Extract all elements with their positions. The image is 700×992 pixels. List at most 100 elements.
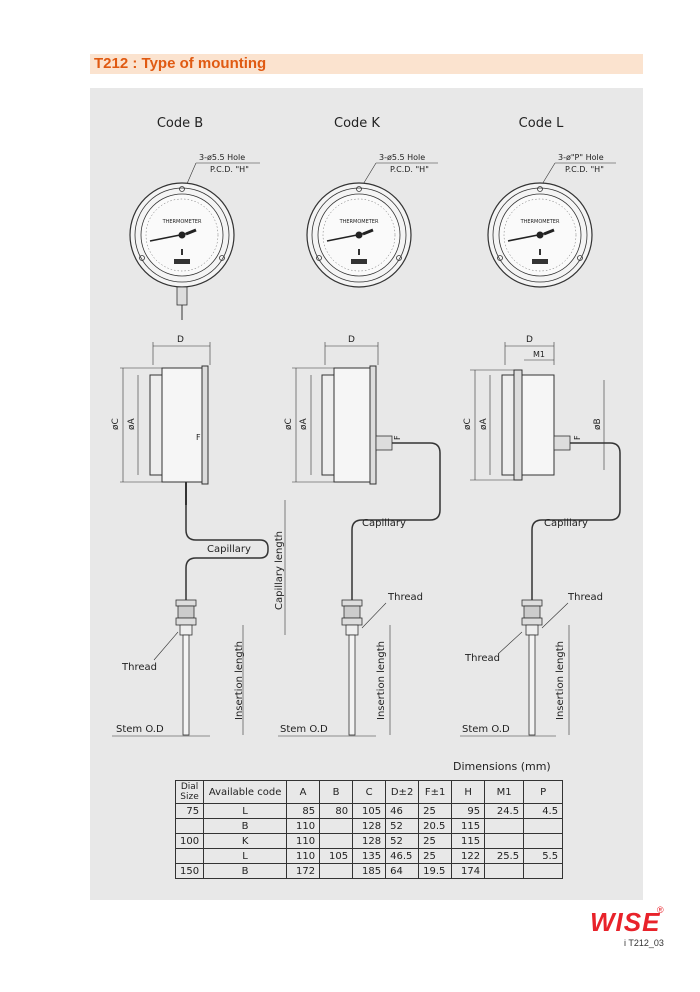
- stem-od-label-code-l: Stem O.D: [462, 724, 510, 735]
- code-l-hole-note: 3-ø"P" Hole: [558, 153, 604, 162]
- table-row: 100 K 110 128 52 25 115: [174, 833, 564, 849]
- cell-b: [319, 863, 354, 879]
- gauge-front-code-k: [305, 181, 413, 289]
- cell-h: 115: [451, 818, 486, 834]
- cell-b: [319, 818, 354, 834]
- header-d: D±2: [385, 780, 420, 804]
- thread-label-code-l: Thread: [567, 592, 603, 603]
- cell-f: 20.5: [418, 818, 453, 834]
- cell-h: 115: [451, 833, 486, 849]
- cell-code: K: [203, 833, 288, 849]
- gauge-front-code-b: [128, 181, 236, 289]
- dimensions-table: Dial Size Available code A B C D±2 F±1 H…: [174, 780, 564, 879]
- dimensions-title: Dimensions (mm): [453, 760, 551, 773]
- cell-p: 5.5: [523, 848, 564, 864]
- wise-logo: WISE: [590, 907, 661, 937]
- code-k-hole-note: 3-ø5.5 Hole: [379, 153, 425, 162]
- cell-a: 110: [286, 848, 321, 864]
- side-view-code-b: [120, 342, 269, 736]
- dial-text-code-k: THERMOMETER: [339, 219, 379, 225]
- capillary-label-code-k: Capillary: [362, 518, 406, 529]
- insertion-length-label-code-b: Insertion length: [234, 641, 245, 720]
- cell-dial: [174, 848, 205, 864]
- table-row: L 110 105 135 46.5 25 122 25.5 5.5: [174, 848, 564, 864]
- cell-f: 25: [418, 833, 453, 849]
- cell-d: 64: [385, 863, 420, 879]
- code-b-pcd-note: P.C.D. "H": [210, 165, 249, 174]
- cell-h: 122: [451, 848, 486, 864]
- cell-b: [319, 833, 354, 849]
- cell-dial: [174, 818, 205, 834]
- code-k-pcd-note: P.C.D. "H": [390, 165, 429, 174]
- table-row: B 110 128 52 20.5 115: [174, 818, 564, 834]
- header-p: P: [523, 780, 564, 804]
- cell-d: 46: [385, 803, 420, 819]
- title-bar: [90, 54, 643, 74]
- thread-label-code-k: Thread: [387, 592, 423, 603]
- cell-f: 25: [418, 848, 453, 864]
- header-b: B: [319, 780, 354, 804]
- cell-code: L: [203, 848, 288, 864]
- header-h: H: [451, 780, 486, 804]
- dim-ob-code-l: øB: [593, 418, 603, 430]
- code-l-label: Code L: [519, 116, 564, 131]
- insertion-length-label-code-l: Insertion length: [555, 641, 566, 720]
- dial-text-code-l: THERMOMETER: [520, 219, 560, 225]
- dim-oc-code-k: øC: [284, 418, 294, 430]
- cell-code: L: [203, 803, 288, 819]
- side-view-code-k: [292, 342, 441, 736]
- cell-d: 52: [385, 833, 420, 849]
- dial-text-code-b: THERMOMETER: [162, 219, 202, 225]
- header-dial-size: Dial Size: [174, 780, 205, 804]
- dim-f-code-l: F: [573, 435, 582, 440]
- cell-a: 110: [286, 833, 321, 849]
- header-available-code: Available code: [203, 780, 288, 804]
- cell-f: 19.5: [418, 863, 453, 879]
- stem-od-label-code-b: Stem O.D: [116, 724, 164, 735]
- dim-oc-code-b: øC: [111, 418, 121, 430]
- page-title: T212 : Type of mounting: [94, 55, 267, 72]
- cell-c: 128: [352, 833, 387, 849]
- capillary-label-code-l: Capillary: [544, 518, 588, 529]
- code-k-label: Code K: [334, 116, 380, 131]
- cell-d: 46.5: [385, 848, 420, 864]
- dim-oc-code-l: øC: [463, 418, 473, 430]
- cell-p: 4.5: [523, 803, 564, 819]
- header-m1: M1: [484, 780, 525, 804]
- cell-p: [523, 818, 564, 834]
- cell-c: 135: [352, 848, 387, 864]
- dim-m1-code-l: M1: [533, 350, 545, 359]
- insertion-length-label-code-k: Insertion length: [376, 641, 387, 720]
- capillary-length-label: Capillary length: [274, 531, 285, 610]
- table-row: 75 L 85 80 105 46 25 95 24.5 4.5: [174, 803, 564, 819]
- cell-dial: 100: [174, 833, 205, 849]
- cell-a: 172: [286, 863, 321, 879]
- side-view-code-l: [470, 342, 621, 736]
- dim-oa-code-b: øA: [127, 417, 137, 430]
- cell-m1: 25.5: [484, 848, 525, 864]
- header-f: F±1: [418, 780, 453, 804]
- cell-c: 185: [352, 863, 387, 879]
- dim-f-code-b: F: [196, 433, 201, 442]
- dim-d-code-l: D: [526, 335, 533, 345]
- cell-code: B: [203, 863, 288, 879]
- cell-c: 105: [352, 803, 387, 819]
- cell-dial: 75: [174, 803, 205, 819]
- cell-b: 80: [319, 803, 354, 819]
- cell-p: [523, 833, 564, 849]
- cell-h: 95: [451, 803, 486, 819]
- thread-label-code-l-left: Thread: [464, 653, 500, 664]
- code-l-pcd-note: P.C.D. "H": [565, 165, 604, 174]
- dim-oa-code-l: øA: [479, 417, 489, 430]
- stem-od-label-code-k: Stem O.D: [280, 724, 328, 735]
- cell-dial: 150: [174, 863, 205, 879]
- header-a: A: [286, 780, 321, 804]
- capillary-label-code-b: Capillary: [207, 544, 251, 555]
- code-b-hole-note: 3-ø5.5 Hole: [199, 153, 245, 162]
- page-reference: i T212_03: [624, 938, 664, 948]
- cell-h: 174: [451, 863, 486, 879]
- cell-a: 110: [286, 818, 321, 834]
- gauge-front-code-l: [486, 181, 594, 289]
- cell-m1: [484, 863, 525, 879]
